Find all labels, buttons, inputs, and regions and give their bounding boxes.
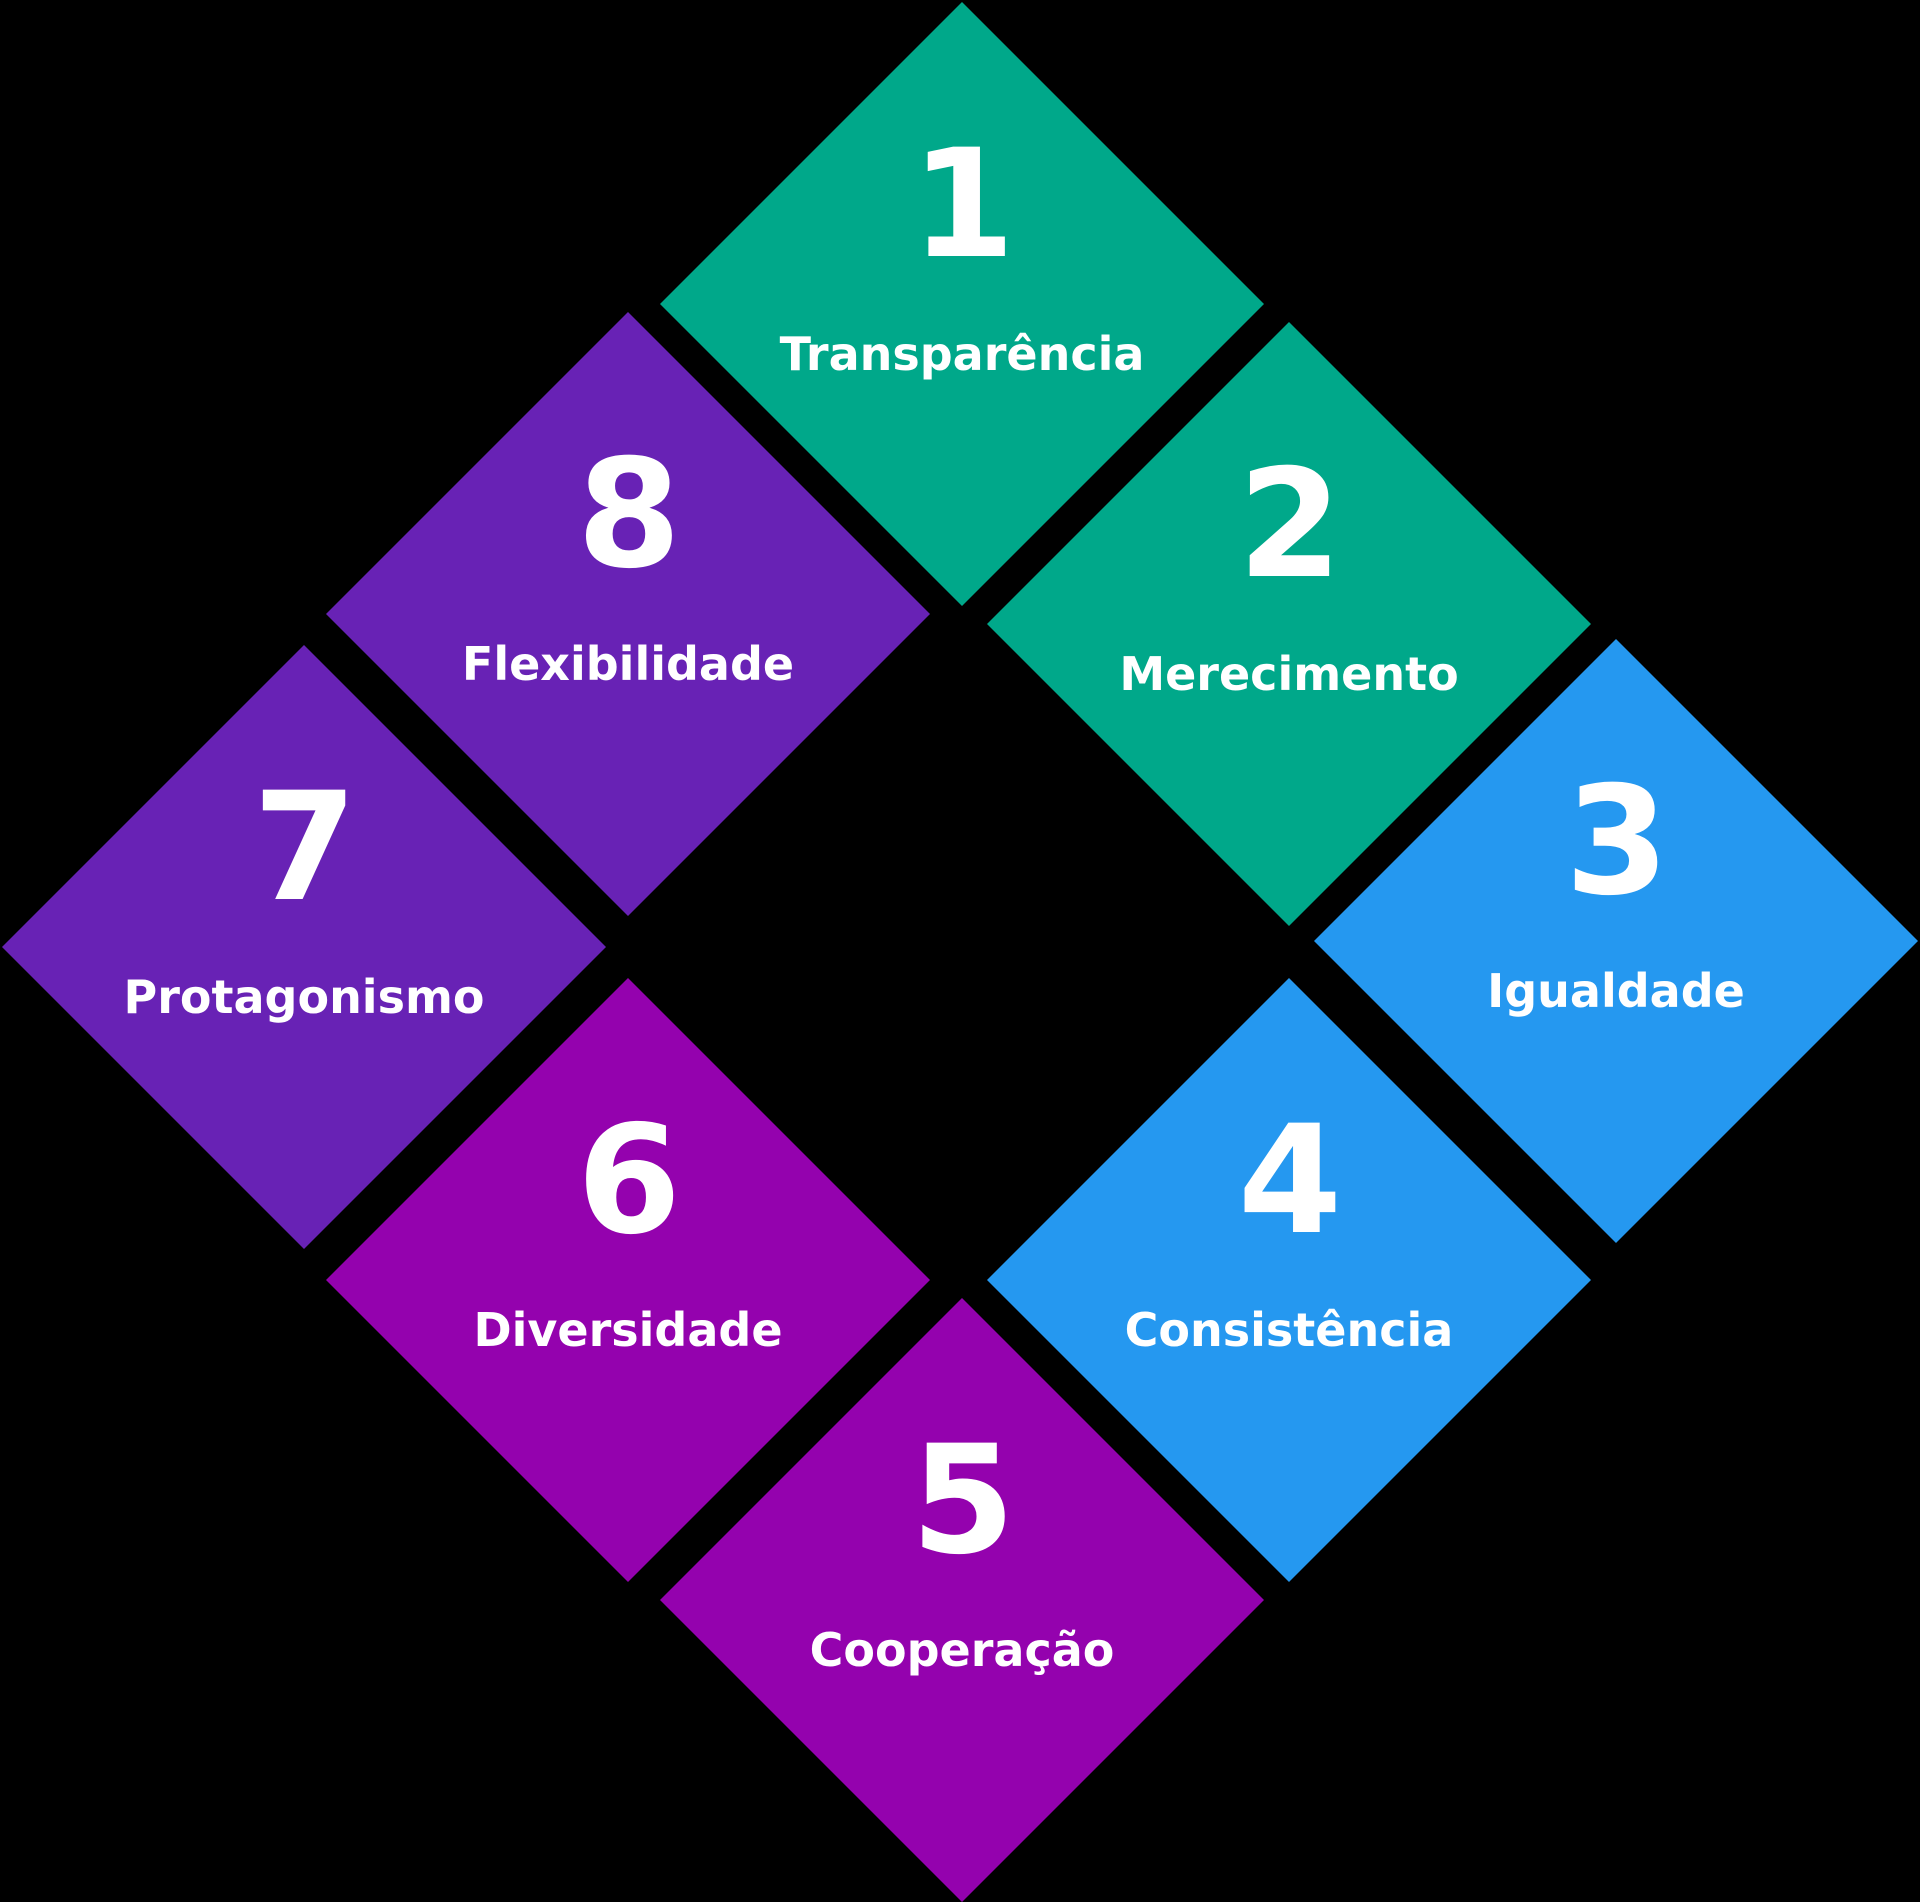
tile-label: Diversidade: [473, 1303, 783, 1357]
tile-number: 2: [1237, 438, 1342, 612]
tile-5-cooperacao: 5 Cooperação: [660, 1298, 1264, 1902]
tile-8-flexibilidade: 8 Flexibilidade: [326, 312, 930, 916]
tile-label: Transparência: [779, 327, 1145, 381]
tile-number: 5: [910, 1414, 1015, 1588]
tile-label: Igualdade: [1487, 964, 1745, 1018]
tile-number: 8: [576, 428, 681, 602]
tile-label: Consistência: [1124, 1303, 1454, 1357]
diamond-shape: [326, 312, 930, 916]
tile-4-consistencia: 4 Consistência: [987, 978, 1591, 1582]
tile-label: Protagonismo: [123, 970, 485, 1024]
tile-number: 3: [1564, 755, 1669, 929]
tile-number: 4: [1237, 1094, 1342, 1268]
tile-number: 7: [252, 761, 357, 935]
tile-label: Merecimento: [1119, 647, 1459, 701]
tile-number: 6: [576, 1094, 681, 1268]
tile-label: Flexibilidade: [461, 637, 795, 691]
tile-label: Cooperação: [809, 1623, 1115, 1677]
tile-number: 1: [910, 118, 1015, 292]
